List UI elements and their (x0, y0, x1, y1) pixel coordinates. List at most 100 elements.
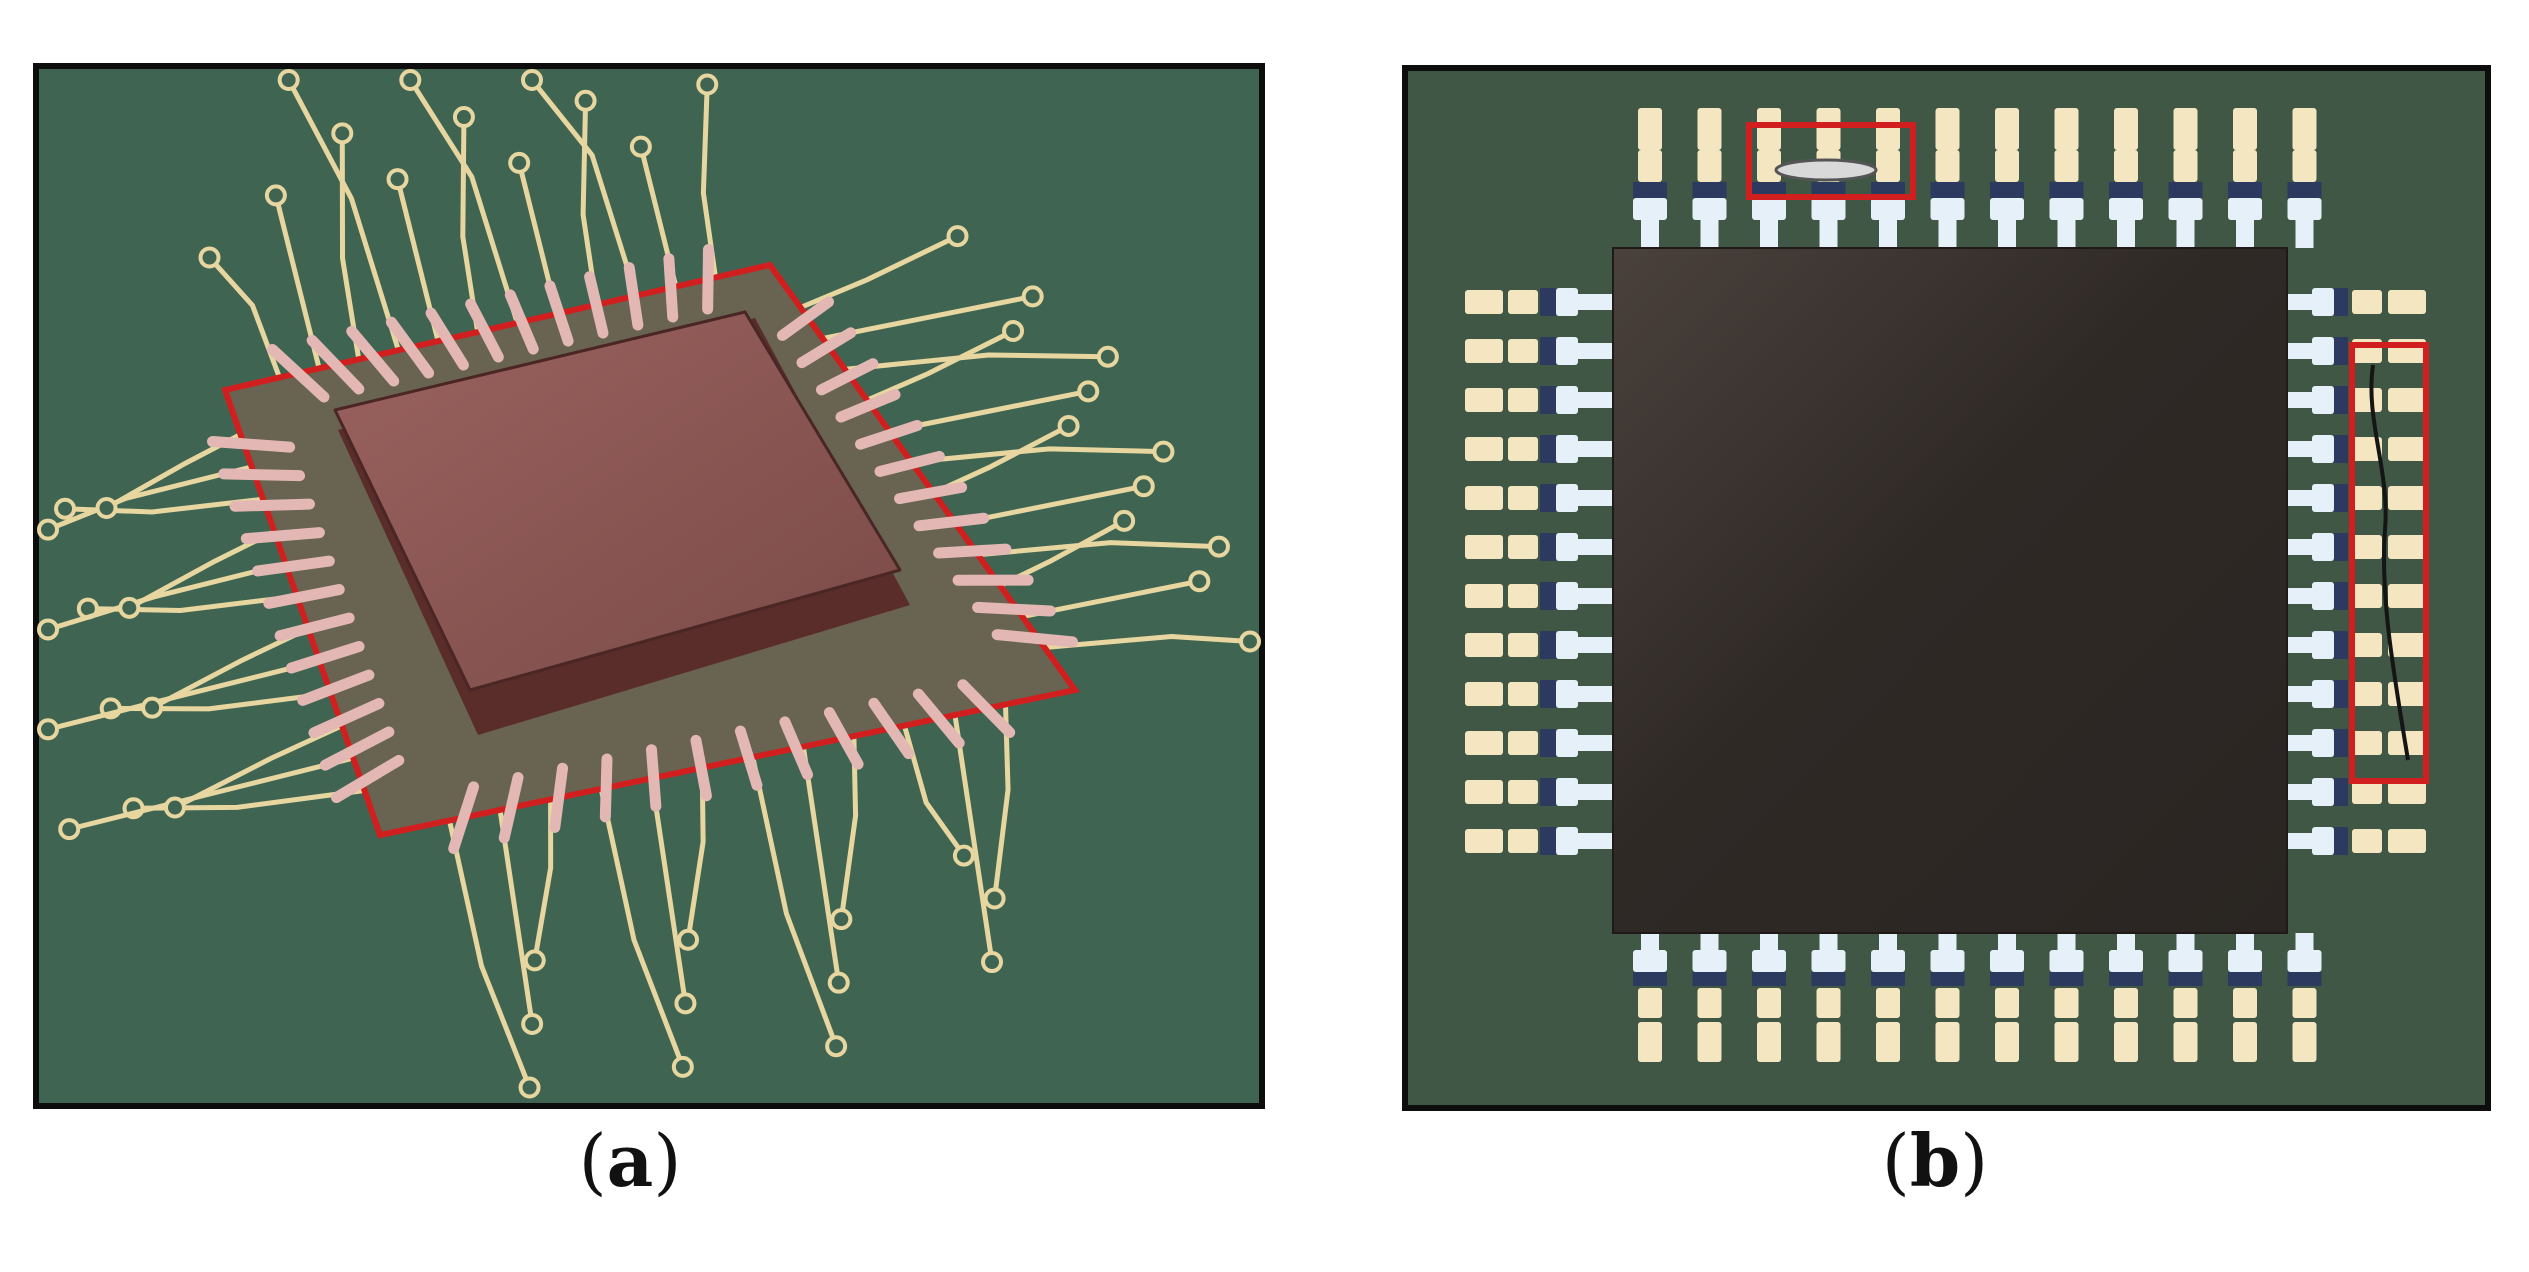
pad-left (1465, 388, 1503, 412)
lead-top (2295, 218, 2314, 248)
via-a (198, 246, 221, 269)
via-a (331, 122, 354, 145)
lead-top (1692, 198, 1727, 220)
pad-top (2114, 150, 2138, 182)
pad-right (2388, 437, 2426, 461)
trace-a (798, 233, 960, 310)
pad-right (2352, 388, 2382, 412)
lead-bottom (2287, 950, 2322, 972)
trace-a (842, 352, 1111, 372)
pins-group-b (1465, 108, 2426, 1062)
pad-right (2352, 633, 2382, 657)
pin-lead-a (663, 253, 679, 323)
trace-a (952, 712, 995, 965)
pad-left (1465, 437, 1503, 461)
via-a (141, 696, 164, 719)
pad-left (1465, 829, 1503, 853)
trace-a (1042, 633, 1253, 650)
pad-right (2352, 780, 2382, 804)
pad-top (1876, 108, 1900, 150)
lead-band-left (1540, 386, 1556, 414)
lead-left (1576, 294, 1613, 310)
pad-right (2352, 486, 2382, 510)
via-a (508, 151, 531, 174)
lead-band-left (1540, 484, 1556, 512)
pin-lead-a (702, 244, 714, 315)
lead-left (1556, 680, 1578, 708)
pad-right (2352, 584, 2382, 608)
pad-left (1465, 486, 1503, 510)
lead-bottom (1633, 950, 1667, 972)
lead-right (2312, 631, 2334, 659)
lead-band-top (1692, 182, 1727, 198)
lead-band-right (2334, 827, 2348, 855)
lead-top (1879, 218, 1897, 248)
via-a (629, 135, 652, 158)
pad-left (1508, 633, 1538, 657)
pin-lead-a (894, 481, 968, 505)
pad-bottom (1995, 1022, 2019, 1062)
pad-left (1465, 584, 1503, 608)
via-a (264, 184, 287, 207)
pin-lead-a (599, 753, 613, 823)
lead-band-left (1540, 533, 1556, 561)
lead-band-left (1540, 729, 1556, 757)
pad-bottom (1935, 988, 1960, 1018)
via-a (981, 951, 1004, 974)
pin-lead-a (690, 734, 712, 802)
via-a (1077, 380, 1100, 403)
pin-lead-a (734, 725, 763, 791)
via-a (1239, 630, 1261, 653)
lead-band-left (1540, 680, 1556, 708)
lead-top (2287, 198, 2322, 220)
pad-left (1508, 339, 1538, 363)
pad-right (2352, 731, 2382, 755)
trace-a (908, 446, 1166, 465)
lead-top (2228, 198, 2262, 220)
via-a (830, 908, 853, 931)
pin-lead-a (868, 697, 915, 760)
via-a (521, 1012, 544, 1035)
pad-top (2292, 108, 2317, 150)
pad-left (1508, 535, 1538, 559)
lead-top (1998, 218, 2016, 248)
lead-band-bottom (2168, 972, 2203, 986)
lead-band-bottom (1811, 972, 1846, 986)
trace-a (66, 755, 356, 832)
pin-lead-a (465, 298, 504, 363)
via-a (37, 518, 59, 541)
via-a (1021, 285, 1044, 308)
lead-left (1576, 637, 1613, 653)
pin-lead-a (331, 754, 405, 803)
pad-bottom (2292, 988, 2317, 1018)
pin-lead-a (207, 436, 296, 453)
lead-band-right (2334, 337, 2348, 365)
pad-left (1508, 731, 1538, 755)
lead-band-bottom (1990, 972, 2024, 986)
lead-right (2312, 288, 2334, 316)
pad-top (2233, 108, 2257, 150)
lead-band-left (1540, 778, 1556, 806)
lead-top (2236, 218, 2254, 248)
via-a (37, 618, 59, 641)
pad-top (2173, 108, 2198, 150)
lead-band-top (2228, 182, 2262, 198)
pad-top (1757, 108, 1781, 150)
lead-right (2312, 533, 2334, 561)
lead-band-right (2334, 533, 2348, 561)
pad-bottom (2054, 1022, 2079, 1062)
via-a (58, 818, 81, 841)
pad-bottom (2173, 1022, 2198, 1062)
lead-right (2287, 735, 2317, 751)
via-a (520, 69, 543, 91)
lead-left (1576, 441, 1613, 457)
pad-left (1508, 388, 1538, 412)
pin-lead-a (297, 669, 375, 706)
lead-bottom (1930, 950, 1965, 972)
lead-band-top (2168, 182, 2203, 198)
pin-lead-a (796, 327, 857, 369)
pad-bottom (1757, 1022, 1781, 1062)
pad-bottom (2233, 1022, 2257, 1062)
lead-band-bottom (1633, 972, 1667, 986)
via-a (95, 497, 118, 519)
